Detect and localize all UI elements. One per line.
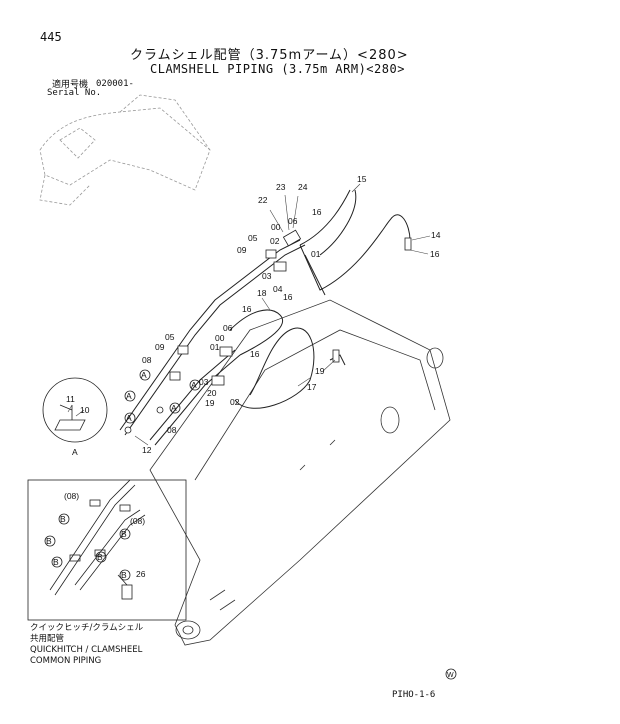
ref-a-5: A [191,380,197,390]
callout-03a: 03 [262,271,272,281]
ref-circles [44,369,201,581]
w-mark-circle [445,668,457,680]
callout-04: 04 [273,284,283,294]
callout-22: 22 [258,195,268,205]
callout-08c: (08) [64,491,79,501]
callout-19b: 19 [205,398,215,408]
callout-05a: 05 [248,233,258,243]
ghost-machine-outline [39,94,211,206]
page-title-jp: クラムシェル配管（3.75mアーム）<280> [130,48,409,63]
serial-label-jp: 適用号機 [52,80,89,90]
callout-02b: 02 [230,397,240,407]
callout-10: 10 [80,405,90,415]
callout-01a: 01 [311,249,321,259]
callout-12: 12 [142,445,152,455]
callout-23: 23 [276,182,286,192]
callout-18: 18 [257,288,267,298]
callout-16a: 16 [312,207,322,217]
callout-02a: 02 [270,236,280,246]
ref-b-5: B [97,552,103,562]
callout-19a: 19 [315,366,325,376]
detail-a-label: A [72,447,78,457]
serial-value: 020001- [96,79,134,89]
ref-a-4: A [171,403,177,413]
callout-00a: 00 [271,222,281,232]
callout-16d: 16 [242,304,252,314]
fittings [124,229,412,434]
inset-caption-en-2: COMMON PIPING [30,656,102,666]
callout-05b: 05 [165,332,175,342]
ref-a-3: A [126,413,132,423]
callout-16b: 16 [283,292,293,302]
serial-label-en: Serial No. [47,88,102,98]
callout-08d: (08) [130,516,145,526]
callout-00b: 00 [215,333,225,343]
callout-16c: 16 [430,249,440,259]
ref-b-3: B [46,536,52,546]
page-title-en: CLAMSHELL PIPING (3.75m ARM)<280> [150,62,405,76]
callout-03b: 03 [199,377,209,387]
ref-a-1: A [141,370,147,380]
w-mark: W [447,672,454,679]
callout-08a: 08 [142,355,152,365]
callout-06a: 06 [288,216,298,226]
callout-09b: 09 [155,342,165,352]
detail-a-circle [42,377,108,443]
ref-b-6: B [121,570,127,580]
callout-01b: 01 [210,342,220,352]
callout-24: 24 [298,182,308,192]
ref-b-1: B [60,514,66,524]
piping-lines [119,189,411,446]
callout-15: 15 [357,174,367,184]
callout-20: 20 [207,388,217,398]
callout-08b: 08 [167,425,177,435]
ref-b-2: B [121,529,127,539]
inset-caption-jp-2: 共用配管 [30,634,65,644]
inset-caption-jp-1: クイックヒッチ/クラムシェル [30,623,144,633]
inset-box [27,479,187,621]
arm-outline [149,299,451,646]
callout-06b: 06 [223,323,233,333]
ref-b-4: B [53,557,59,567]
footer-code: PIHO-1-6 [392,690,436,700]
leader-lines [67,183,431,446]
callout-17: 17 [307,382,317,392]
page-number: 445 [40,30,62,44]
callout-26: 26 [136,569,146,579]
callout-14: 14 [431,230,441,240]
inset-caption-en-1: QUICKHITCH / CLAMSHEEL [30,645,143,655]
callout-11: 11 [66,394,75,404]
callout-09a: 09 [237,245,247,255]
ref-a-2: A [126,391,132,401]
callout-16e: 16 [250,349,260,359]
